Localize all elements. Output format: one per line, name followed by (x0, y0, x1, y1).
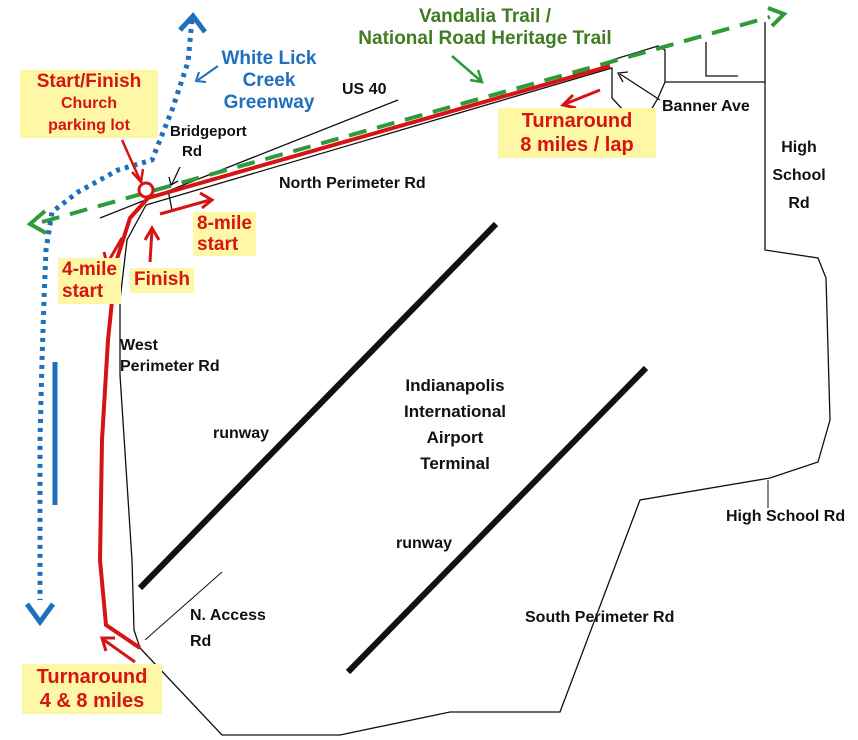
bridgeport-line2: Rd (182, 143, 202, 160)
runway-west (137, 221, 499, 591)
four-mile-start-label: 4-mile start (58, 258, 121, 304)
south-perimeter-label: South Perimeter Rd (525, 609, 675, 626)
n-access-rd (144, 571, 223, 641)
high-school-line2: School (772, 167, 826, 184)
vandalia-trail-line2: National Road Heritage Trail (358, 28, 612, 49)
start-finish-marker (137, 181, 155, 199)
race-route (97, 64, 611, 650)
church-pointer-head (131, 168, 145, 185)
white-lick-line2: Creek (242, 70, 296, 91)
vandalia-trail-line (41, 15, 771, 224)
west-perimeter-line2: Perimeter Rd (120, 358, 220, 375)
vandalia-trail-east-arrow (767, 6, 788, 28)
small-road-stub (705, 42, 738, 77)
high-school-rd-label: High School Rd (726, 508, 846, 525)
runway-east (345, 365, 649, 675)
vandalia-pointer-head (469, 69, 484, 84)
banner-ave-pointer-head (616, 71, 629, 83)
church-line2: parking lot (48, 117, 130, 134)
terminal-line3: Airport (426, 428, 484, 447)
west-perimeter-line1: West (120, 337, 158, 354)
vandalia-label-pointer (451, 55, 483, 83)
turnaround-top-arrowhead (560, 93, 577, 110)
eight-mile-line1: 8-mile (197, 213, 252, 234)
terminal-label: Indianapolis International Airport Termi… (380, 373, 530, 477)
n-access-line1: N. Access (190, 607, 266, 624)
turnaround-top-arrow (564, 88, 601, 106)
vandalia-trail-west-arrow (26, 209, 47, 235)
greenway-north-arrow (178, 12, 207, 34)
runway-east-label: runway (396, 535, 453, 552)
banner-ave-label: Banner Ave (662, 98, 750, 115)
n-access-line2: Rd (190, 633, 212, 650)
bridgeport-line1: Bridgeport (170, 123, 247, 140)
turnaround-bottom-line1: Turnaround (36, 666, 148, 688)
bridgeport-pointer (171, 166, 181, 185)
four-mile-line1: 4-mile (62, 259, 117, 280)
us40-label: US 40 (342, 81, 387, 98)
eight-mile-start-arrow (159, 198, 211, 216)
turnaround-top-line2: 8 miles / lap (520, 134, 634, 156)
eight-mile-start-label: 8-mile start (193, 212, 256, 256)
finish-label: Finish (130, 268, 194, 293)
turnaround-bottom-arrowhead (99, 636, 115, 652)
greenway-south-arrow (24, 602, 56, 627)
banner-ave-pointer (619, 73, 661, 101)
turnaround-top-line1: Turnaround (521, 110, 633, 132)
vandalia-trail-label: Vandalia Trail / National Road Heritage … (335, 6, 635, 50)
start-finish-label: Start/Finish Church parking lot (20, 70, 158, 138)
turnaround-bottom-arrow (103, 638, 136, 664)
turnaround-bottom-label: Turnaround 4 & 8 miles (22, 664, 162, 714)
terminal-line2: International (403, 402, 506, 421)
vandalia-trail-line1: Vandalia Trail / (418, 6, 551, 27)
four-mile-line2: start (62, 281, 104, 302)
west-perimeter-label: West Perimeter Rd (120, 335, 220, 377)
church-line1: Church (61, 95, 117, 112)
terminal-line1: Indianapolis (405, 376, 505, 395)
church-pointer (120, 139, 142, 181)
north-perimeter-label: North Perimeter Rd (279, 175, 426, 192)
finish-arrow (148, 229, 154, 263)
high-school-line3: Rd (788, 195, 810, 212)
greenway-label-pointer (197, 65, 219, 81)
bridgeport-pointer-head (168, 176, 179, 186)
greenway-line (37, 19, 195, 600)
eight-mile-line2: start (197, 234, 239, 255)
white-lick-line1: White Lick (221, 48, 317, 69)
terminal-line4: Terminal (420, 454, 490, 473)
n-access-rd-label: N. Access Rd (190, 603, 266, 655)
start-finish-title: Start/Finish (36, 71, 142, 92)
turnaround-bottom-line2: 4 & 8 miles (39, 690, 145, 712)
white-lick-line3: Greenway (223, 92, 315, 113)
bridgeport-rd-label: Bridgeport Rd (170, 122, 247, 162)
turnaround-top-label: Turnaround 8 miles / lap (498, 108, 656, 158)
high-school-line1: High (781, 139, 817, 156)
high-school-rd-north-label: High School Rd (768, 134, 830, 218)
white-lick-greenway-label: White Lick Creek Greenway (214, 48, 324, 114)
runway-west-label: runway (213, 425, 270, 442)
greenway-pointer-head (194, 71, 207, 83)
finish-arrowhead (143, 225, 161, 241)
eight-mile-start-arrowhead (199, 191, 215, 210)
